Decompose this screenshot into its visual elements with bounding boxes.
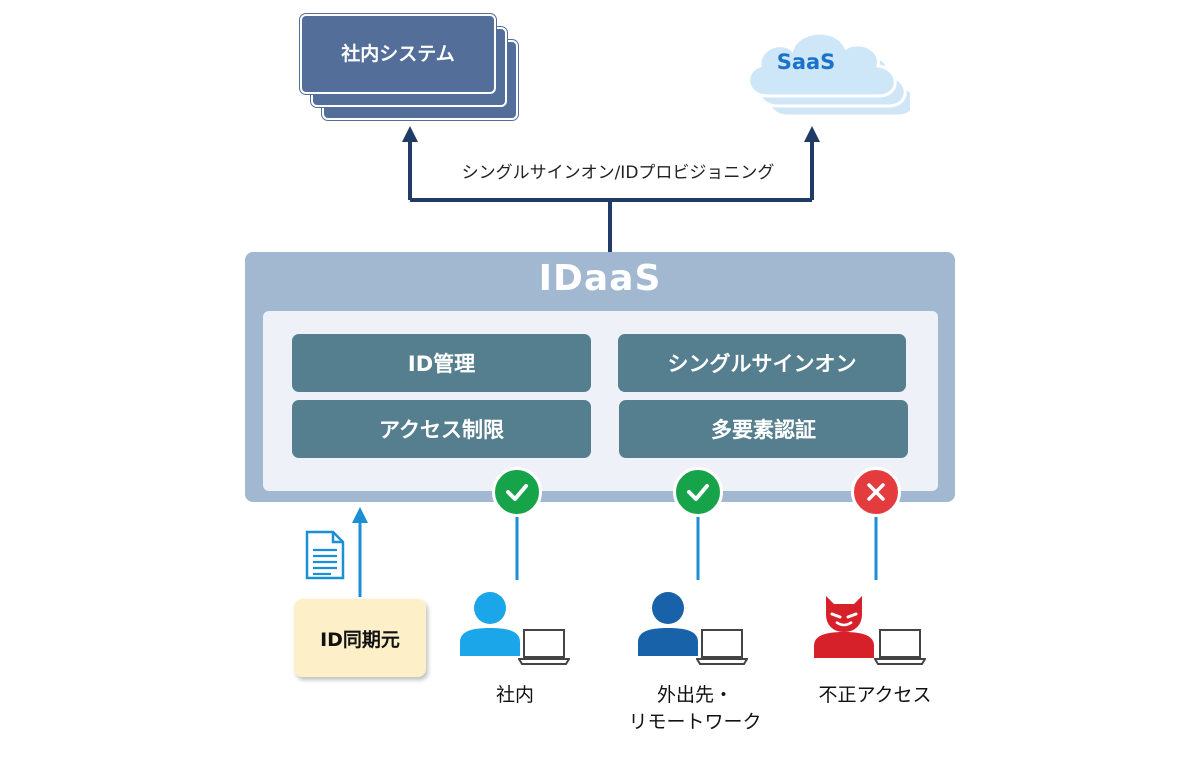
- cloud-icon: [747, 31, 910, 118]
- sso-connector: [408, 140, 814, 252]
- user-remote-label: 外出先・ リモートワーク: [620, 682, 770, 736]
- id-source-box: ID同期元: [294, 599, 426, 677]
- user-internal-label: 社内: [495, 684, 534, 706]
- check-icon: [492, 467, 542, 517]
- arrow-to-saas: [804, 126, 820, 142]
- document-icon: [305, 530, 345, 580]
- user-icon: [460, 592, 520, 656]
- laptop-icon: [696, 629, 748, 665]
- idaas-title: IDaaS: [538, 258, 662, 299]
- laptop-icon: [874, 629, 926, 665]
- feature-single-sign-on: シングルサインオン: [618, 334, 906, 392]
- id-sync-arrow: [352, 507, 368, 523]
- user-remote-label-line1: 外出先・: [656, 684, 733, 706]
- attacker-icon: [814, 596, 874, 658]
- cross-icon: [851, 467, 901, 517]
- user-icon: [638, 592, 698, 656]
- saas-label: SaaS: [776, 50, 836, 74]
- internal-system-label: 社内システム: [341, 42, 455, 65]
- sso-provisioning-caption: シングルサインオン/IDプロビジョニング: [461, 163, 775, 183]
- laptop-icon: [518, 629, 570, 665]
- user-remote-label-line2: リモートワーク: [628, 711, 762, 733]
- feature-id-management: ID管理: [292, 334, 591, 392]
- user-unauthorized-label: 不正アクセス: [818, 684, 932, 706]
- feature-mfa: 多要素認証: [619, 400, 908, 458]
- arrow-to-internal: [402, 126, 418, 142]
- internal-system-card: [300, 14, 496, 94]
- check-icon: [673, 467, 723, 517]
- feature-access-restriction: アクセス制限: [292, 400, 591, 458]
